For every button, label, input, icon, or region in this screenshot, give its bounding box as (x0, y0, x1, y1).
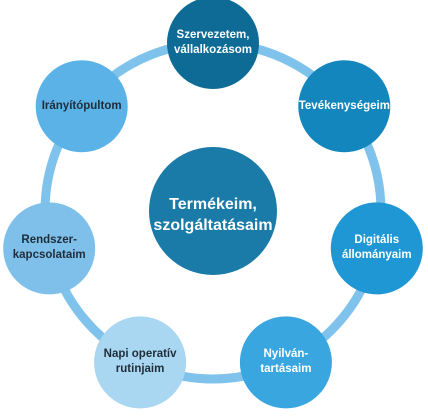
node-circle (239, 316, 332, 409)
node-circle (167, 0, 259, 89)
node-circle (3, 202, 96, 295)
node-circle (94, 316, 187, 409)
node-circle (35, 60, 128, 153)
node-circles (3, 0, 423, 409)
center-circle (149, 147, 277, 275)
node-circle (298, 60, 391, 153)
node-circle (330, 202, 423, 295)
center-label: Termékeim, szolgáltatásaim (153, 196, 273, 234)
